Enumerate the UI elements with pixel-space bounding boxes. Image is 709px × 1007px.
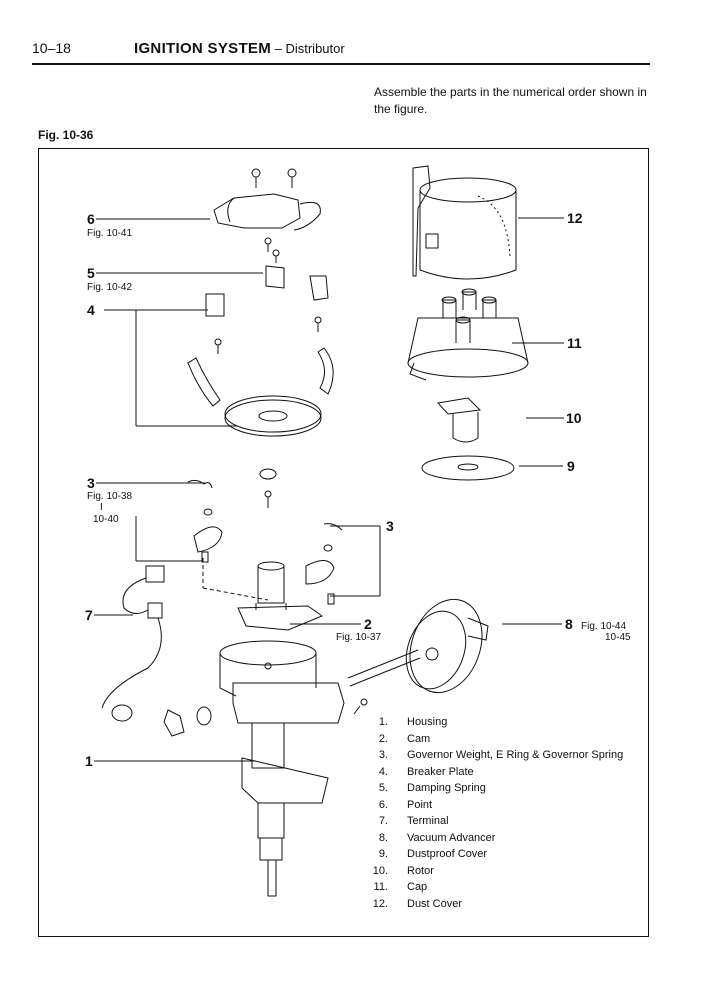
legend-item-name: Governor Weight, E Ring & Governor Sprin…	[407, 749, 624, 761]
callout-9: 9	[567, 458, 575, 474]
callout-8-ref-2: 10-45	[605, 632, 631, 643]
vacuum-advancer-part	[347, 598, 489, 715]
legend-item: 1. Housing	[368, 714, 623, 731]
callout-11: 11	[567, 335, 582, 351]
callout-7: 7	[85, 607, 93, 623]
legend-item: 5. Damping Spring	[368, 780, 623, 797]
legend-item-name: Terminal	[407, 815, 449, 827]
legend-item-number: 2.	[378, 732, 388, 745]
legend-item: 12. Dust Cover	[368, 896, 623, 913]
callout-2: 2	[364, 616, 372, 632]
legend-item-name: Housing	[407, 716, 448, 728]
exploded-distributor-diagram: 6 Fig. 10-41 5 Fig. 10-42 4 3 Fig. 10-38…	[85, 165, 631, 897]
legend-item: 9. Dustproof Cover	[368, 846, 623, 863]
damping-spring-part	[265, 249, 329, 301]
legend-item-name: Dustproof Cover	[407, 848, 488, 860]
header-rule	[32, 63, 650, 65]
legend-item-number: 1.	[378, 716, 388, 728]
legend-item-name: Cap	[407, 881, 428, 893]
page-title-main: IGNITION SYSTEM	[134, 40, 272, 57]
callout-3-ref-separator: I	[100, 502, 103, 513]
legend-item-number: 11.	[373, 881, 388, 893]
dustproof-cover-part	[421, 455, 515, 481]
legend-item: 10. Rotor	[368, 863, 623, 880]
callout-5: 5	[87, 265, 95, 281]
breaker-plate-part	[187, 293, 334, 437]
page-number: 10–18	[32, 40, 71, 56]
legend-item: 11. Cap	[368, 879, 623, 896]
callouts: 6 Fig. 10-41 5 Fig. 10-42 4 3 Fig. 10-38…	[85, 210, 631, 769]
legend-item-name: Point	[407, 798, 433, 811]
legend-item-number: 8.	[378, 831, 388, 844]
legend-item-number: 5.	[378, 782, 388, 794]
legend-item-name: Breaker Plate	[407, 765, 474, 778]
callout-3-right: 3	[386, 518, 394, 534]
legend-item-name: Damping Spring	[407, 782, 486, 794]
callout-3-ref-2: 10-40	[93, 514, 119, 525]
legend-item: 7. Terminal	[368, 813, 623, 830]
leader-lines	[94, 217, 564, 762]
legend-item: 8. Vacuum Advancer	[368, 830, 623, 847]
callout-5-ref: Fig. 10-42	[87, 282, 132, 293]
rotor-part	[437, 397, 482, 443]
callout-6-ref: Fig. 10-41	[87, 228, 132, 239]
legend-item-name: Vacuum Advancer	[407, 831, 496, 844]
callout-8-ref: Fig. 10-44	[581, 621, 626, 632]
point-part	[213, 168, 321, 252]
callout-3: 3	[87, 475, 95, 491]
legend-item-number: 6.	[378, 798, 388, 811]
cam-part	[237, 561, 324, 631]
governor-weight-part	[187, 468, 343, 605]
distributor-cap-part	[407, 288, 529, 381]
figure-frame	[38, 148, 649, 937]
terminal-part	[101, 565, 212, 737]
legend-item: 4. Breaker Plate	[368, 764, 623, 781]
page-subtitle: – Distributor	[271, 41, 345, 56]
callout-8: 8	[565, 616, 573, 632]
housing-part	[219, 640, 345, 897]
legend-item-number: 3.	[378, 749, 388, 761]
legend-item-number: 4.	[378, 765, 388, 778]
legend-item-number: 12.	[372, 897, 388, 910]
callout-1: 1	[85, 753, 93, 769]
callout-4: 4	[87, 302, 95, 318]
legend-item: 6. Point	[368, 797, 623, 814]
legend-item: 3. Governor Weight, E Ring & Governor Spr…	[368, 747, 623, 764]
legend-item-number: 10.	[372, 864, 388, 877]
instruction-text: Assemble the parts in the numerical orde…	[374, 85, 647, 116]
legend-item-name: Rotor	[407, 864, 434, 877]
legend-item-name: Cam	[407, 732, 431, 745]
callout-6: 6	[87, 211, 95, 227]
legend-item-number: 9.	[378, 848, 388, 860]
callout-2-ref: Fig. 10-37	[336, 632, 381, 643]
figure-label: Fig. 10-36	[38, 128, 94, 142]
parts-legend: 1. Housing 2. Cam 3. Governor Weight, E Ring …	[368, 714, 624, 913]
callout-10: 10	[566, 410, 582, 426]
dust-cover-part	[412, 165, 517, 280]
page-title: IGNITION SYSTEM – Distributor	[134, 40, 345, 57]
legend-item-number: 7.	[378, 815, 388, 827]
callout-3-ref: Fig. 10-38	[87, 491, 132, 502]
legend-item: 2. Cam	[368, 731, 623, 748]
callout-12: 12	[567, 210, 583, 226]
legend-item-name: Dust Cover	[407, 897, 463, 910]
